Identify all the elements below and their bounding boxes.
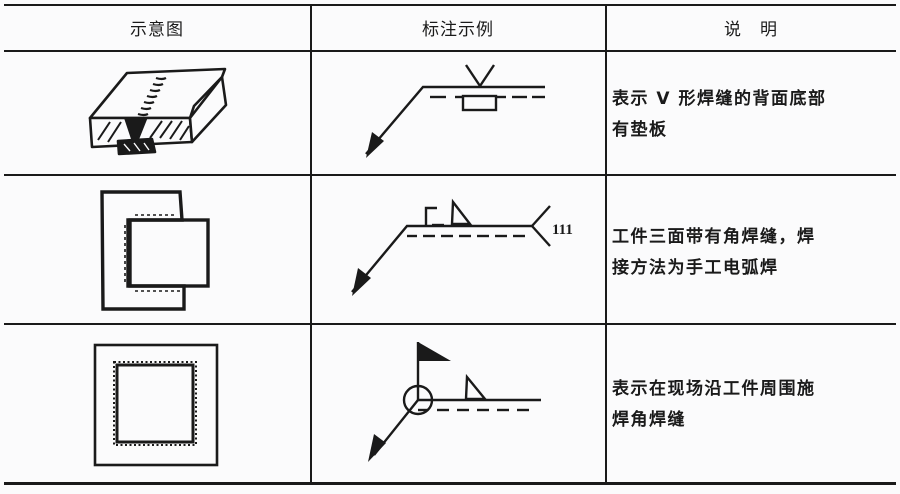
- column-divider: [310, 4, 312, 484]
- row3-description: 表示在现场沿工件周围施 焊角焊缝: [612, 379, 816, 430]
- row-divider: [4, 323, 896, 325]
- row1-description: 表示 V 形焊缝的背面底部 有垫板: [612, 89, 827, 140]
- header-diagram: 示意图: [130, 20, 184, 40]
- field-weld-flag-icon: [418, 342, 451, 361]
- header-divider: [4, 50, 896, 52]
- column-divider: [605, 4, 607, 484]
- tail-process-code: 111: [552, 222, 573, 238]
- header-annotation-example: 标注示例: [422, 20, 494, 40]
- row2-description: 工件三面带有角焊缝，焊 接方法为手工电弧焊: [612, 227, 816, 278]
- welding-symbol-table: 示意图 标注示例 说 明: [4, 4, 896, 485]
- header-description: 说 明: [724, 20, 778, 40]
- row-divider: [4, 174, 896, 176]
- table-top-border: [4, 4, 896, 6]
- table-bottom-border: [4, 482, 896, 485]
